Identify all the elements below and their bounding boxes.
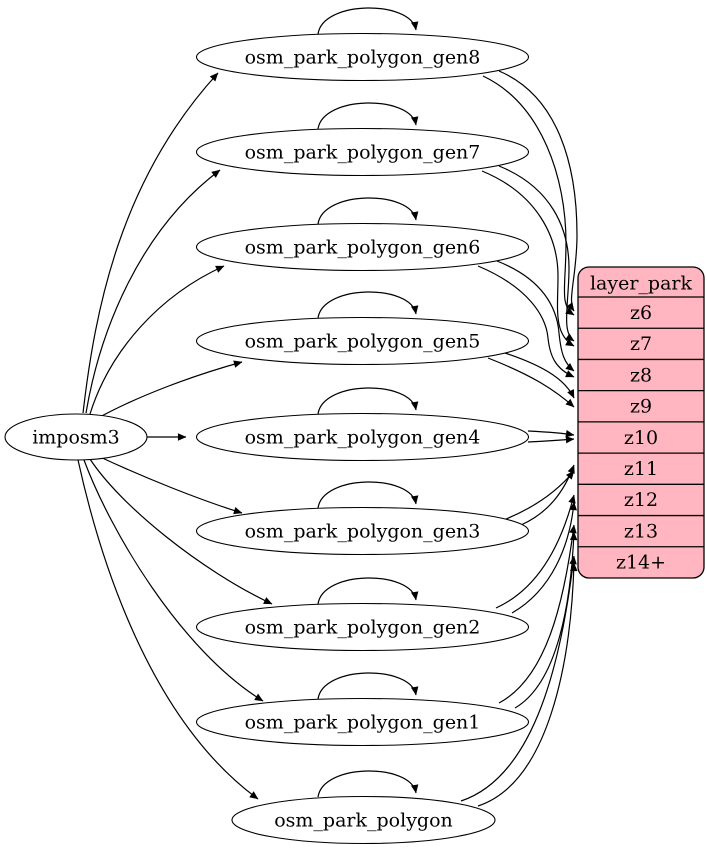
layer-row-z13: z13	[624, 520, 658, 542]
edge-imposm3-osm_park_polygon_gen5	[97, 360, 243, 419]
node-osm_park_polygon_gen7	[195, 127, 530, 177]
edge-osm_park_polygon_gen6-z8-2	[477, 265, 575, 378]
node-label-osm_park_polygon_gen2: osm_park_polygon_gen2	[245, 616, 481, 638]
edge-osm_park_polygon_gen1-z13-2	[498, 524, 577, 704]
edge-osm_park_polygon_gen3-z11-2	[520, 464, 575, 526]
layer-row-z6: z6	[630, 302, 652, 324]
edge-osm_park_polygon_gen2-z12-2	[495, 494, 576, 609]
self-loop-osm_park_polygon_gen7	[317, 102, 419, 130]
edge-imposm3-osm_park_polygon_gen7	[85, 169, 221, 414]
edge-osm_park_polygon_gen5-z9-2	[487, 357, 575, 408]
layer-row-z7: z7	[630, 333, 652, 355]
self-loop-osm_park_polygon_gen6	[317, 197, 419, 225]
edge-imposm3-osm_park_polygon_gen8	[82, 72, 219, 414]
node-label-imposm3: imposm3	[32, 426, 120, 448]
edge-osm_park_polygon_gen8-z6	[498, 70, 578, 312]
edge-imposm3-osm_park_polygon_gen1	[83, 459, 264, 702]
node-label-osm_park_polygon_gen8: osm_park_polygon_gen8	[245, 46, 481, 68]
node-osm_park_polygon_gen4	[195, 412, 530, 462]
edge-osm_park_polygon_gen3-z11	[505, 470, 575, 520]
node-osm_park_polygon_gen1	[195, 697, 530, 747]
node-label-osm_park_polygon_gen1: osm_park_polygon_gen1	[245, 711, 481, 733]
node-osm_park_polygon_gen8	[195, 32, 530, 82]
layer-park-title: layer_park	[590, 272, 693, 294]
edge-imposm3-osm_park_polygon_gen3	[97, 455, 243, 515]
self-loop-osm_park_polygon_gen5	[317, 291, 419, 319]
edge-osm_park_polygon-z14+-2	[460, 555, 577, 802]
layer-row-z9: z9	[630, 396, 652, 418]
node-osm_park_polygon_gen3	[195, 506, 530, 556]
node-osm_park_polygon_gen2	[195, 602, 530, 652]
self-loop-osm_park_polygon_gen3	[317, 481, 419, 509]
node-label-osm_park_polygon_gen4: osm_park_polygon_gen4	[245, 426, 481, 448]
edge-osm_park_polygon_gen8-z6-2	[482, 75, 575, 316]
layer-row-z14+: z14+	[616, 552, 666, 574]
node-osm_park_polygon_gen6	[195, 222, 530, 272]
layer-row-z10: z10	[624, 427, 658, 449]
self-loop-osm_park_polygon_gen1	[317, 672, 419, 700]
self-loop-osm_park_polygon	[317, 770, 419, 798]
edge-osm_park_polygon_gen7-z7	[498, 165, 575, 342]
edge-imposm3-osm_park_polygon_gen6	[89, 265, 225, 415]
edge-osm_park_polygon-z14+	[477, 562, 578, 807]
self-loop-osm_park_polygon_gen8	[317, 7, 419, 35]
node-label-osm_park_polygon_gen3: osm_park_polygon_gen3	[245, 520, 481, 542]
self-loop-osm_park_polygon_gen4	[317, 387, 419, 415]
node-label-osm_park_polygon_gen7: osm_park_polygon_gen7	[245, 141, 481, 163]
edge-osm_park_polygon_gen4-z10-2	[527, 435, 575, 444]
node-imposm3	[4, 413, 148, 461]
edge-osm_park_polygon_gen6-z8	[496, 260, 575, 372]
node-label-osm_park_polygon: osm_park_polygon	[274, 809, 453, 831]
edge-osm_park_polygon_gen4-z10	[527, 429, 575, 438]
node-label-osm_park_polygon_gen6: osm_park_polygon_gen6	[245, 236, 481, 258]
edge-imposm3-osm_park_polygon	[77, 459, 259, 800]
self-loop-osm_park_polygon_gen2	[317, 577, 419, 605]
node-osm_park_polygon	[231, 795, 496, 845]
edge-imposm3-osm_park_polygon_gen2	[89, 458, 273, 605]
edge-osm_park_polygon_gen7-z7-2	[481, 170, 575, 347]
layer-row-z11: z11	[624, 458, 658, 480]
node-label-osm_park_polygon_gen5: osm_park_polygon_gen5	[245, 330, 481, 352]
edge-osm_park_polygon_gen5-z9	[504, 352, 575, 399]
node-osm_park_polygon_gen5	[195, 316, 530, 366]
layer-row-z12: z12	[624, 489, 658, 511]
edge-osm_park_polygon_gen2-z12	[511, 501, 577, 614]
layer-row-z8: z8	[630, 364, 652, 386]
